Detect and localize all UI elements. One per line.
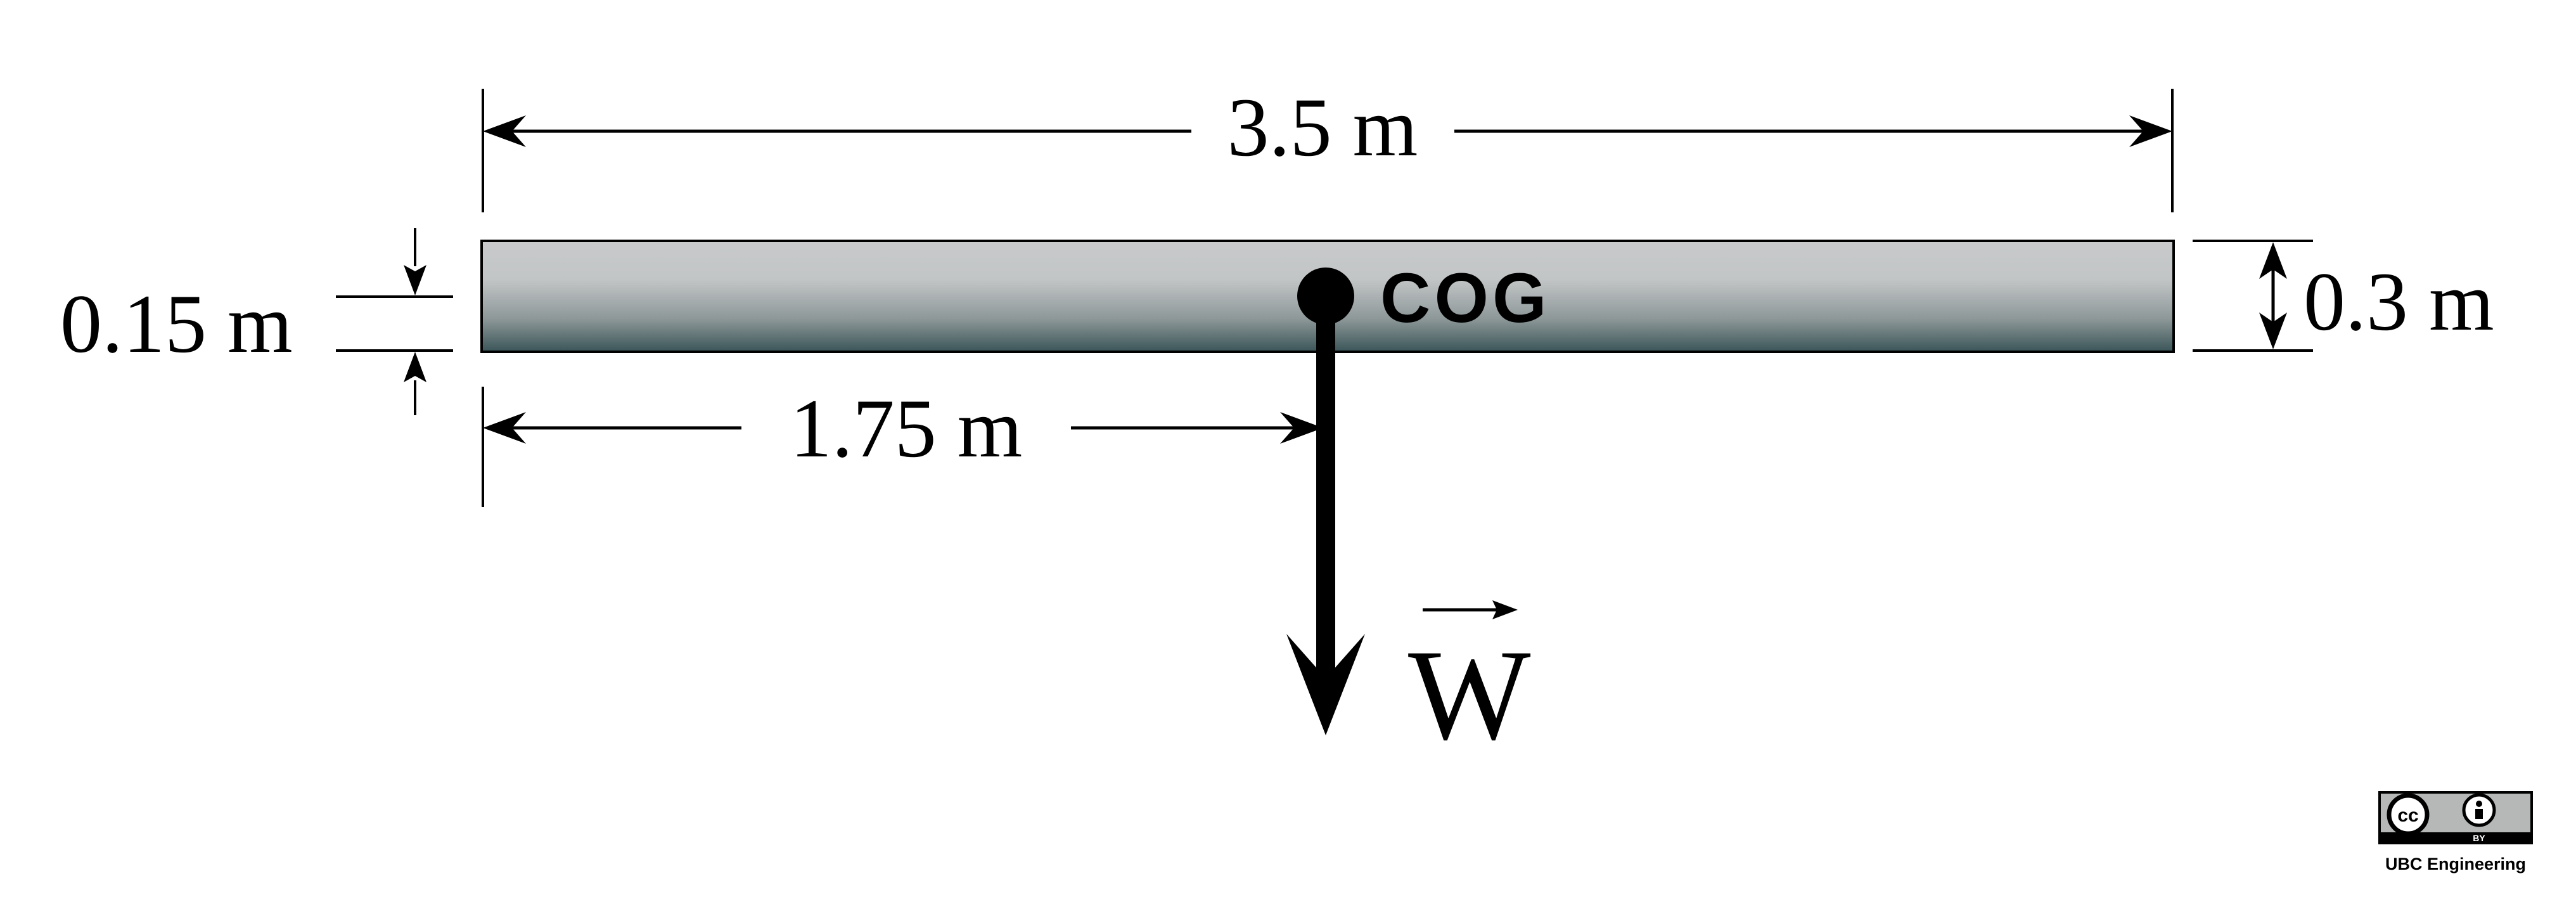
height-dimension: [2193, 240, 2313, 352]
length-dimension: [482, 89, 2174, 212]
cog-label: COG: [1380, 259, 1551, 337]
attribution-person-body: [2475, 809, 2483, 819]
cc-by-license-badge: cc BY: [2378, 791, 2533, 844]
cc-icon: [2387, 793, 2430, 836]
half-length-label: 1.75 m: [790, 382, 1023, 475]
by-text: BY: [2473, 833, 2485, 843]
height-label: 0.3 m: [2304, 255, 2494, 348]
weight-vector-arrowhead: [1286, 634, 1365, 735]
half-length-dimension: [482, 387, 1323, 507]
half-height-label: 0.15 m: [60, 277, 293, 370]
weight-vector-symbol-arrowhead: [1492, 600, 1518, 619]
credit-label: UBC Engineering: [2385, 854, 2526, 874]
cc-text: cc: [2397, 805, 2418, 826]
cog-point: [1297, 268, 1354, 325]
half-height-dimension: [336, 228, 453, 415]
weight-label: W: [1408, 623, 1531, 767]
length-label: 3.5 m: [1227, 81, 1418, 174]
attribution-person-head: [2476, 801, 2482, 807]
